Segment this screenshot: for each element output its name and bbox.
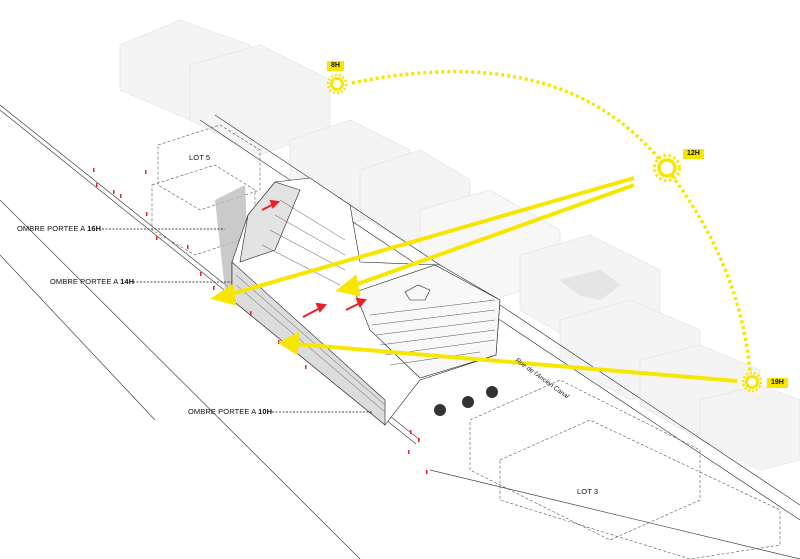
shadow-label-time: 16H (87, 224, 102, 233)
sun-label-19h: 19H (767, 378, 788, 388)
sun-label-8h: 8H (327, 61, 344, 71)
people-markers (93, 168, 428, 474)
trees (434, 386, 498, 416)
wind-arrows (261, 199, 367, 318)
shadow-label-time: 10H (258, 407, 273, 416)
shadow-label-prefix: OMBRE PORTEE A (50, 277, 121, 286)
leader-lines (102, 228, 372, 413)
shadow-label-time: 14H (120, 277, 135, 286)
shadow-label-prefix: OMBRE PORTEE A (188, 407, 259, 416)
sun-rays (210, 176, 738, 383)
lot-3-label: LOT 3 (577, 487, 599, 496)
arrowhead (278, 331, 300, 356)
shadow-label-prefix: OMBRE PORTEE A (17, 224, 88, 233)
shadow-14h-label: OMBRE PORTEE A 14H (50, 277, 134, 286)
ray-12h-b (351, 183, 635, 288)
arrowhead (210, 283, 237, 306)
lot-outlines (151, 124, 781, 559)
lot-5-label: LOT 5 (189, 153, 211, 162)
sun-19h-icon (741, 371, 763, 393)
sun-8h-icon (326, 73, 348, 95)
sun-label-12h: 12H (683, 149, 704, 159)
arrowhead (335, 274, 361, 297)
shadow-16h-label: OMBRE PORTEE A 16H (17, 224, 101, 233)
ray-12h-a (227, 176, 635, 297)
shadow-10h-label: OMBRE PORTEE A 10H (188, 407, 272, 416)
sun-path-arc (351, 69, 752, 373)
sun-12h-icon (653, 154, 681, 182)
ray-19h (294, 342, 738, 383)
